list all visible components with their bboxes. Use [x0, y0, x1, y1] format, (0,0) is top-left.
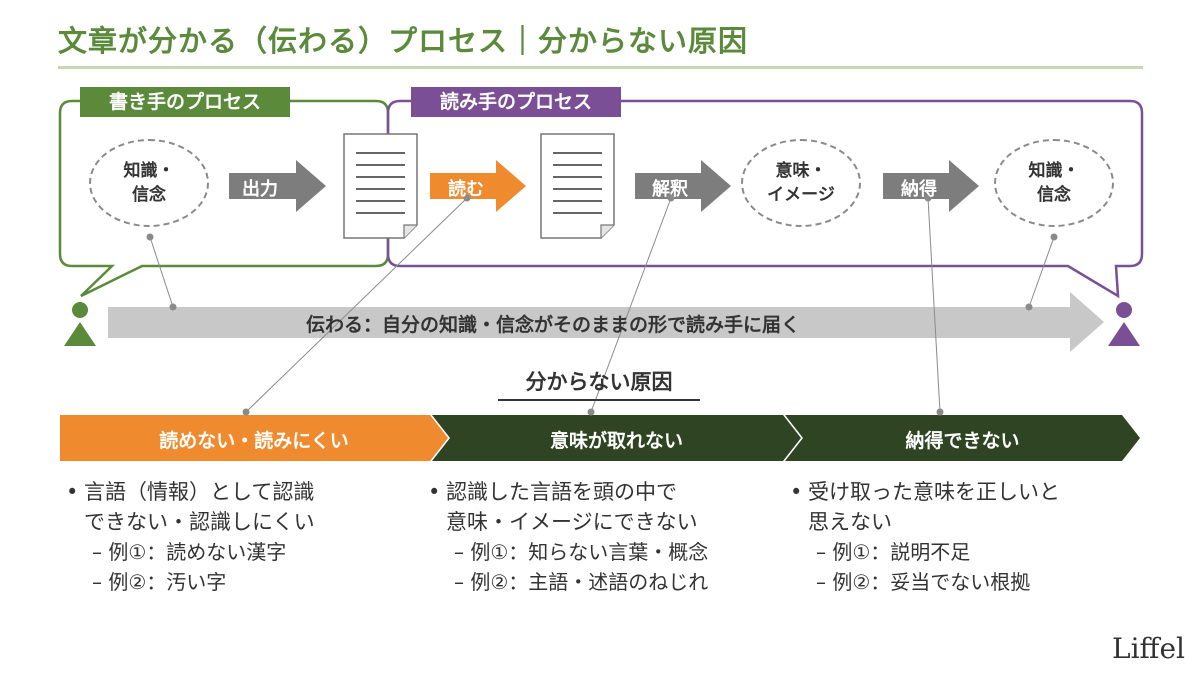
connector-lines — [149, 197, 1055, 413]
arrow-read-label: 読む — [448, 179, 484, 200]
connector-dots — [146, 194, 1058, 416]
chevron-1 — [60, 415, 448, 461]
cause-detail-2: • 認識した言語を頭の中で 意味・イメージにできない – 例①：知らない言葉・概… — [428, 477, 708, 597]
bullet-dot: • — [428, 480, 441, 504]
cause-example: – 例②：汚い字 — [92, 570, 227, 594]
flow-arrow — [108, 292, 1104, 352]
causes-header-rule — [498, 399, 700, 401]
arrow-read — [430, 160, 526, 212]
cause-example: – 例①：説明不足 — [816, 540, 971, 564]
arrow-output-label: 出力 — [242, 179, 278, 200]
chevron-2 — [432, 415, 801, 461]
cause-example: – 例①：読めない漢字 — [92, 540, 287, 564]
cause-bullet: 言語（情報）として認識 できない・認識しにくい — [84, 480, 315, 534]
brand-logo: Liffel — [1112, 632, 1185, 665]
document-icon — [540, 133, 615, 239]
writer-knowledge-bubble: 知識・ 信念 — [89, 139, 209, 227]
writer-frame — [58, 99, 390, 298]
reader-process-label: 読み手のプロセス — [411, 87, 621, 117]
bullet-dot: • — [790, 480, 803, 504]
bullet-dot: • — [66, 480, 79, 504]
document-icon — [343, 133, 418, 239]
writer-person-icon — [64, 302, 96, 346]
cause-label-no-meaning: 意味が取れない — [549, 430, 683, 452]
cause-detail-3: • 受け取った意味を正しいと 思えない – 例①：説明不足 – 例②：妥当でない… — [790, 477, 1060, 597]
cause-example: – 例②：妥当でない根拠 — [816, 570, 1031, 594]
title-rule — [58, 66, 1143, 69]
arrow-interpret — [635, 160, 731, 212]
reader-knowledge-bubble: 知識・ 信念 — [994, 139, 1114, 227]
page-title: 文章が分かる（伝わる）プロセス｜分からない原因 — [58, 24, 749, 58]
reader-frame — [386, 99, 1144, 299]
arrow-output — [229, 160, 326, 212]
arrow-accept-label: 納得 — [901, 179, 937, 200]
cause-label-unreadable: 読めない・読みにくい — [159, 430, 349, 452]
cause-label-not-convinced: 納得できない — [905, 430, 1020, 452]
cause-bullet: 受け取った意味を正しいと 思えない — [808, 480, 1060, 534]
arrow-accept — [883, 160, 979, 212]
reader-person-icon — [1108, 302, 1140, 346]
cause-bullet: 認識した言語を頭の中で 意味・イメージにできない — [446, 480, 698, 534]
cause-example: – 例②：主語・述語のねじれ — [454, 570, 709, 594]
chevron-3 — [785, 415, 1140, 461]
causes-header: 分からない原因 — [525, 370, 673, 394]
flow-description: 伝わる：自分の知識・信念がそのままの形で読み手に届く — [306, 314, 801, 336]
cause-detail-1: • 言語（情報）として認識 できない・認識しにくい – 例①：読めない漢字 – … — [66, 477, 315, 597]
arrow-interpret-label: 解釈 — [652, 179, 688, 200]
meaning-image-bubble: 意味・ イメージ — [741, 139, 861, 227]
cause-example: – 例①：知らない言葉・概念 — [454, 540, 709, 564]
writer-process-label: 書き手のプロセス — [80, 87, 290, 117]
